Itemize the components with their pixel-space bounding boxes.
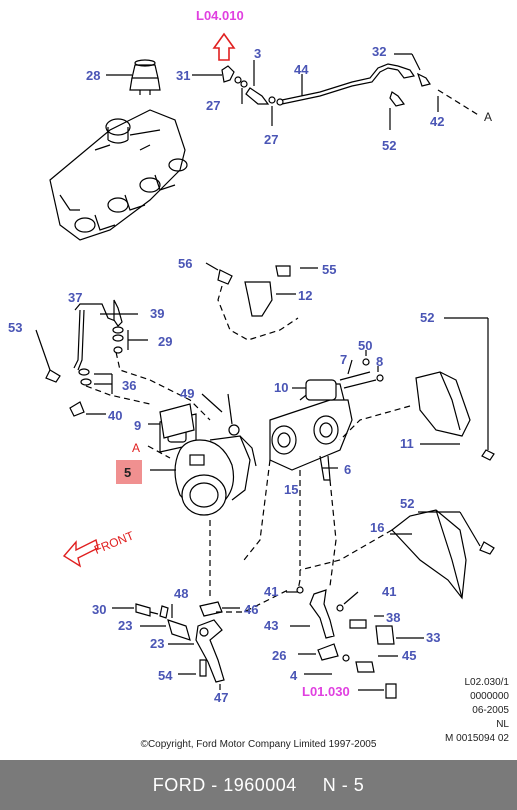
- callout-52-lower[interactable]: 52: [400, 496, 414, 511]
- callout-10[interactable]: 10: [274, 380, 288, 395]
- highlight-box: [116, 460, 142, 484]
- callout-11[interactable]: 11: [400, 436, 414, 451]
- callout-54[interactable]: 54: [158, 668, 173, 683]
- callout-4[interactable]: 4: [290, 668, 298, 683]
- callout-52-right[interactable]: 52: [420, 310, 434, 325]
- callout-40[interactable]: 40: [108, 408, 122, 423]
- callout-47[interactable]: 47: [214, 690, 228, 705]
- callout-6[interactable]: 6: [344, 462, 351, 477]
- callout-44[interactable]: 44: [294, 62, 309, 77]
- callout-27-top[interactable]: 27: [206, 98, 220, 113]
- callout-42[interactable]: 42: [430, 114, 444, 129]
- bracket-12-drawing: [205, 262, 318, 341]
- callout-45[interactable]: 45: [402, 648, 416, 663]
- info-line-1: L02.030/1: [464, 677, 510, 688]
- callout-41-left[interactable]: 41: [264, 584, 278, 599]
- callout-12[interactable]: 12: [298, 288, 312, 303]
- callout-31[interactable]: 31: [176, 68, 190, 83]
- mid-leaders: [147, 393, 233, 459]
- front-label: FRONT: [92, 528, 136, 557]
- footer-bar: FORD - 1960004 N - 5: [0, 760, 517, 810]
- callout-37[interactable]: 37: [68, 290, 82, 305]
- oil-return-drawing: [112, 520, 240, 690]
- connector-label-top: A: [484, 110, 492, 124]
- info-line-4: NL: [496, 719, 509, 730]
- copyright-text: ©Copyright, Ford Motor Company Limited 1…: [140, 739, 377, 750]
- vacuum-pipe-drawing: [221, 63, 431, 107]
- front-arrow-icon: [62, 538, 99, 568]
- callout-15[interactable]: 15: [284, 482, 298, 497]
- info-line-2: 0000000: [470, 691, 509, 702]
- callout-27-bottom[interactable]: 27: [264, 132, 278, 147]
- parts-diagram: 28 31 3 44 32 27 27 42 52 56 55 12 37 39…: [8, 8, 495, 705]
- footer-part-number: FORD - 1960004: [152, 774, 297, 795]
- reference-bottom[interactable]: L01.030: [302, 684, 350, 699]
- callout-33[interactable]: 33: [426, 630, 440, 645]
- drawing-info: L02.030/1 0000000 06-2005 NL M 0015094 0…: [419, 676, 509, 746]
- callout-49[interactable]: 49: [180, 386, 194, 401]
- info-line-3: 06-2005: [472, 705, 509, 716]
- footer-position: N - 5: [322, 774, 365, 795]
- callout-55[interactable]: 55: [322, 262, 336, 277]
- callout-48[interactable]: 48: [174, 586, 188, 601]
- up-arrow-icon: [212, 32, 236, 61]
- gasket-9-drawing: [148, 403, 195, 439]
- callout-43[interactable]: 43: [264, 618, 278, 633]
- intake-manifold-drawing: [49, 59, 188, 241]
- heat-shield-16-drawing: [299, 509, 495, 600]
- heat-shield-11-drawing: [339, 317, 495, 461]
- reference-top[interactable]: L04.010: [196, 8, 244, 23]
- water-pipe-drawing: [216, 459, 424, 699]
- callout-3[interactable]: 3: [254, 46, 261, 61]
- callout-16[interactable]: 16: [370, 520, 384, 535]
- callout-32[interactable]: 32: [372, 44, 386, 59]
- callout-23-right[interactable]: 23: [150, 636, 164, 651]
- exhaust-manifold-drawing: [269, 350, 384, 481]
- callout-36[interactable]: 36: [122, 378, 136, 393]
- callout-28[interactable]: 28: [86, 68, 100, 83]
- callout-41-right[interactable]: 41: [382, 584, 396, 599]
- callout-7[interactable]: 7: [340, 352, 347, 367]
- callout-30[interactable]: 30: [92, 602, 106, 617]
- callout-29[interactable]: 29: [158, 334, 172, 349]
- callout-38[interactable]: 38: [386, 610, 400, 625]
- callout-8[interactable]: 8: [376, 354, 383, 369]
- callout-9[interactable]: 9: [134, 418, 141, 433]
- highlighted-part-label[interactable]: 5: [124, 465, 131, 480]
- callout-56[interactable]: 56: [178, 256, 192, 271]
- callout-26[interactable]: 26: [272, 648, 286, 663]
- top-leaders: [106, 53, 481, 130]
- callout-53[interactable]: 53: [8, 320, 22, 335]
- connector-label-turbo: A: [132, 441, 140, 455]
- oil-feed-pipe-drawing: [35, 299, 211, 421]
- callout-39[interactable]: 39: [150, 306, 164, 321]
- info-line-5: M 0015094 02: [445, 733, 509, 744]
- callout-52-top[interactable]: 52: [382, 138, 396, 153]
- callout-50[interactable]: 50: [358, 338, 372, 353]
- callout-23-left[interactable]: 23: [118, 618, 132, 633]
- callout-46[interactable]: 46: [244, 602, 258, 617]
